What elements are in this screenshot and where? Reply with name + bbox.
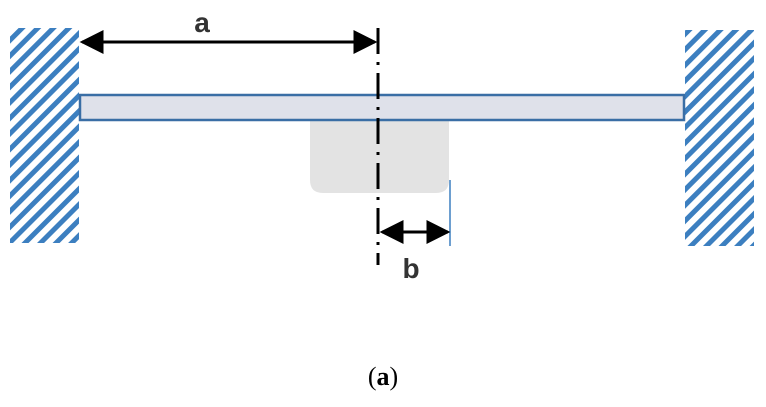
caption-letter: a bbox=[376, 362, 390, 391]
caption-open-paren: ( bbox=[367, 362, 377, 391]
left-fixed-support bbox=[10, 28, 79, 243]
beam bbox=[78, 93, 686, 122]
dimension-a-label: a bbox=[194, 7, 210, 38]
right-fixed-support bbox=[685, 30, 754, 246]
caption-close-paren: ) bbox=[389, 362, 399, 391]
figure-caption: (a) bbox=[0, 362, 766, 392]
load-block bbox=[310, 118, 449, 193]
dimension-b-label: b bbox=[402, 253, 419, 284]
